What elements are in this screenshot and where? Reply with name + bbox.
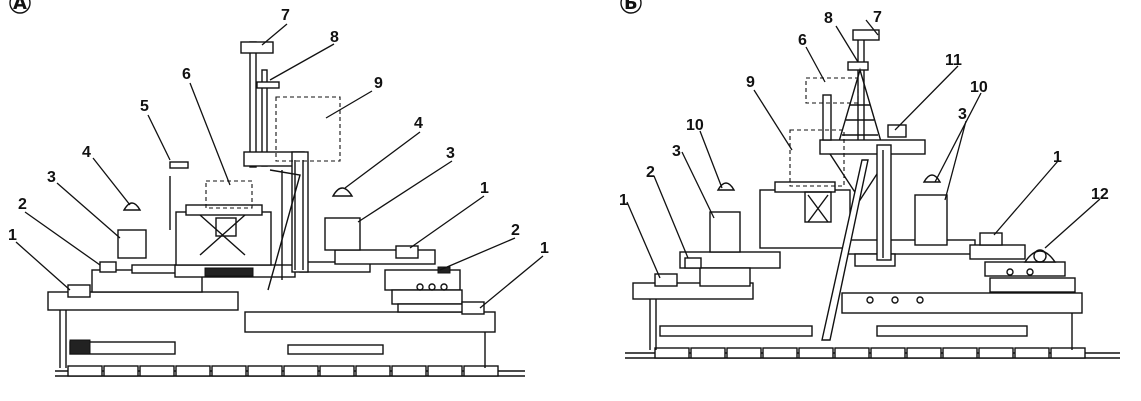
callout-a-3-right: 3	[446, 145, 455, 162]
panel-a-label: А	[13, 0, 27, 14]
callout-a-2-left: 2	[18, 196, 27, 213]
callout-a-4-right: 4	[414, 115, 423, 132]
panel-b-label: Б	[624, 0, 638, 14]
callout-b-3-right: 3	[958, 106, 967, 123]
callout-a-9: 9	[374, 75, 383, 92]
callout-b-1-right: 1	[1053, 149, 1062, 166]
panel-b-callouts: 8 7 6 11 9 10 10 3 3 2 1 1 12	[619, 9, 1109, 209]
panel-b-hull	[625, 282, 1120, 359]
callout-a-8: 8	[330, 29, 339, 46]
callout-a-7: 7	[281, 7, 290, 24]
callout-a-4-left: 4	[82, 144, 91, 161]
callout-b-10-left: 10	[686, 117, 704, 134]
panel-b-mast	[819, 29, 926, 341]
panel-a-hull	[47, 291, 525, 377]
panel-b-marker: Б	[620, 0, 642, 14]
callout-b-3-left: 3	[672, 143, 681, 160]
callout-a-5: 5	[140, 98, 149, 115]
panel-a-leaders	[15, 23, 544, 309]
callout-b-1-left: 1	[619, 192, 628, 209]
callout-b-11: 11	[945, 52, 962, 69]
panel-a: А	[8, 0, 549, 377]
panel-a-directors	[67, 161, 485, 315]
callout-b-10-right: 10	[970, 79, 988, 96]
callout-a-1-left: 1	[8, 227, 17, 244]
callout-a-3-left: 3	[47, 169, 56, 186]
panel-a-callouts: 7 8 6 9 5 4 3 4 3 2 1 1 2 1	[8, 7, 549, 257]
callout-a-2-right: 2	[511, 222, 520, 239]
panel-b: Б	[619, 0, 1120, 359]
panel-a-marker: А	[9, 0, 31, 14]
callout-b-7: 7	[873, 9, 882, 26]
callout-b-8: 8	[824, 10, 833, 27]
panel-b-leaders	[626, 19, 1101, 279]
callout-b-9: 9	[746, 74, 755, 91]
panel-a-superstructure	[91, 204, 479, 313]
callout-b-12: 12	[1091, 186, 1109, 203]
panel-a-mast	[240, 41, 309, 291]
callout-a-1-right: 1	[540, 240, 549, 257]
callout-b-2: 2	[646, 164, 655, 181]
panel-b-directors	[654, 174, 1057, 287]
panel-b-radar-envelopes	[789, 77, 859, 187]
callout-b-6: 6	[798, 32, 807, 49]
callout-a-6: 6	[182, 66, 191, 83]
callout-a-1-top: 1	[480, 180, 489, 197]
